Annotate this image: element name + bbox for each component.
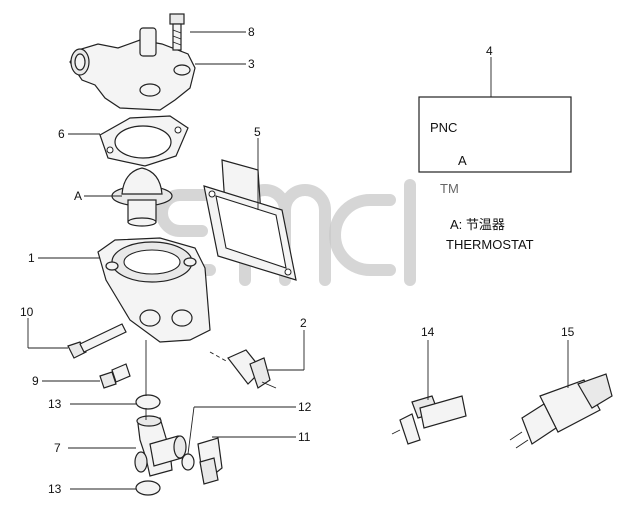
part-3-housing-cover	[69, 27, 196, 111]
callout-12: 12	[298, 400, 312, 414]
part-13-oring-top	[135, 394, 161, 410]
part-15-sensor	[509, 373, 613, 449]
part-6-gasket	[99, 115, 189, 167]
leader-lines	[27, 31, 569, 490]
callout-4: 4	[486, 44, 493, 58]
callout-labels: 8 3 4 6 5 A 1 10 9 2 13 7 13 12 11 14 15	[20, 25, 575, 496]
part-13-oring-bottom	[135, 480, 161, 496]
callout-a: A	[74, 189, 82, 203]
watermark-tm: TM	[440, 181, 459, 196]
callout-13-top: 13	[48, 397, 62, 411]
legend-line-1: A: 节温器	[450, 217, 505, 232]
part-1-housing	[97, 237, 211, 343]
part-5-gasket	[203, 159, 297, 281]
part-8-bolt	[169, 13, 185, 51]
part-9-plug	[99, 363, 131, 389]
pnc-letter: A	[458, 153, 467, 168]
callout-11: 11	[298, 430, 311, 444]
callout-2: 2	[300, 316, 307, 330]
callout-8: 8	[248, 25, 255, 39]
callout-7: 7	[54, 441, 61, 455]
part-2-sensor	[209, 349, 277, 389]
legend-line-2: THERMOSTAT	[446, 237, 534, 252]
callout-3: 3	[248, 57, 255, 71]
part-14-sensor	[391, 395, 467, 445]
pnc-title: PNC	[430, 120, 457, 135]
part-a-thermostat	[111, 167, 173, 227]
part-12-seal-ring	[181, 453, 195, 471]
callout-14: 14	[421, 325, 435, 339]
pnc-box: PNC A	[418, 96, 572, 173]
callout-15: 15	[561, 325, 575, 339]
callout-10: 10	[20, 305, 34, 319]
callout-6: 6	[58, 127, 65, 141]
callout-9: 9	[32, 374, 39, 388]
part-7-tee-fitting	[134, 415, 187, 477]
part-10-bolt	[67, 323, 127, 359]
callout-13-bottom: 13	[48, 482, 62, 496]
callout-1: 1	[28, 251, 35, 265]
callout-5: 5	[254, 125, 261, 139]
part-11-elbow	[197, 437, 223, 485]
